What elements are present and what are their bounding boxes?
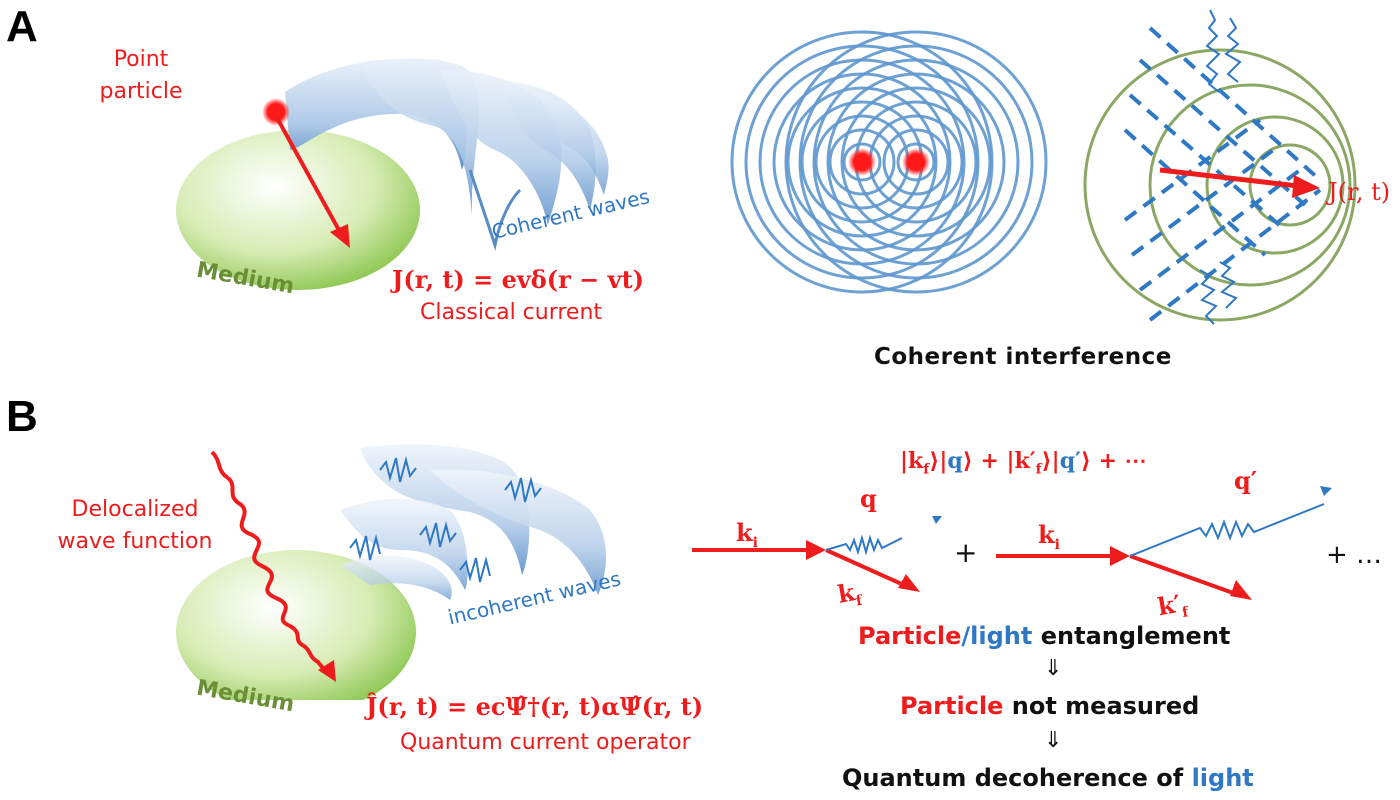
wavefront-dashes [1123,26,1322,322]
panel-a-illustration [176,58,609,290]
not-measured-line: Particle not measured [900,692,1200,720]
scattering-diagrams [692,486,1332,600]
cherenkov-circles [1083,48,1357,322]
k-initial-1: ki [736,518,758,551]
medium-disk-b [176,550,416,700]
outgoing-electron-1 [825,548,907,588]
current-j-label: J(r, t) [1328,178,1391,206]
photon-packets [349,456,542,583]
medium-disk-a [176,130,420,290]
implies-arrow-2: ⇓ [1044,728,1063,753]
current-arrow [1159,167,1299,189]
photon-q-label-2: q′ [1234,466,1258,495]
delocalized-wave-function-label: Delocalized wave function [57,497,213,554]
emitted-photon-1 [825,534,903,556]
plus-ellipsis: + … [1326,540,1383,570]
panel-b-illustration [176,444,607,700]
classical-current-equation: J(r, t) = evδ(r − vt) [392,265,645,294]
point-particle-dot [262,98,290,126]
quantum-current-label: Quantum current operator [400,730,691,755]
classical-current-label: Classical current [420,300,603,325]
entangled-state-expression: |kf⟩|q⟩ + |k′f⟩|q′⟩ + ⋯ [900,448,1147,478]
quantum-current-equation: Ĵ(r, t) = ecΨ̂†(r, t)αΨ̂(r, t) [366,692,704,721]
emitted-wavepacket-top [1205,9,1242,93]
panel-b-letter: B [6,392,38,441]
delocalized-wavepacket [210,450,328,674]
implies-arrow-1: ⇓ [1044,656,1063,681]
source-dot-left [848,148,876,176]
photon-q-label-1: q [860,484,877,513]
k-initial-2: ki [1038,520,1060,553]
emitted-wavepacket-bottom [1199,261,1238,325]
plus-sign-1: + [954,536,978,569]
interference-figure [730,9,1357,325]
entanglement-line: Particle/light entanglement [858,622,1231,650]
coherent-wave-fronts [285,58,609,251]
panel-a-letter: A [6,2,38,51]
coherent-interference-caption: Coherent interference [874,344,1172,370]
interference-rings-right [784,30,1048,294]
emitted-photon-2 [1129,503,1325,557]
source-dot-right [902,148,930,176]
decoherence-line: Quantum decoherence of light [842,764,1254,792]
k-final-2: k′f [1155,588,1190,622]
outgoing-electron-2 [1129,554,1237,596]
point-particle-label: Point particle [99,47,183,104]
incoherent-wave-fronts [340,444,607,600]
velocity-arrow [274,115,342,233]
